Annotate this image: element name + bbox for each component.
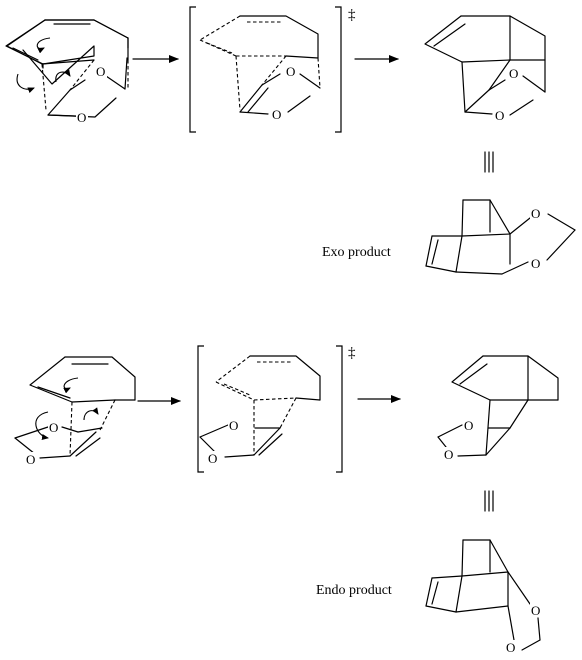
endo-ts-dagger: ‡	[348, 345, 356, 361]
exo-adduct-oxygen-2: O	[495, 108, 504, 123]
exo-product-structure: O O Exo product	[322, 199, 576, 275]
exo-adduct: O O	[424, 15, 546, 123]
exo-ts-dagger: ‡	[348, 7, 356, 23]
endo-reactants: O O	[14, 356, 136, 467]
exo-reactants: O O	[5, 19, 129, 125]
exo-reactant-oxygen-1: O	[96, 64, 105, 79]
endo-reactant-oxygen-2: O	[26, 452, 35, 467]
exo-pathway: O O ‡ O	[5, 6, 576, 275]
endo-product-label: Endo product	[316, 583, 392, 598]
endo-transition-state: ‡ O O	[197, 345, 356, 473]
exo-reactant-oxygen-2: O	[77, 110, 86, 125]
exo-ts-oxygen-1: O	[286, 64, 295, 79]
endo-product-structure: O O Endo product	[316, 539, 543, 655]
endo-adduct: O O	[437, 355, 559, 462]
endo-adduct-oxygen-1: O	[464, 418, 473, 433]
endo-product-oxygen-2: O	[506, 640, 515, 655]
exo-ts-oxygen-2: O	[272, 107, 281, 122]
exo-product-label: Exo product	[322, 245, 391, 260]
endo-product-oxygen-1: O	[531, 603, 540, 618]
endo-ts-oxygen-1: O	[229, 418, 238, 433]
exo-adduct-oxygen-1: O	[509, 66, 518, 81]
exo-product-oxygen-1: O	[531, 206, 540, 221]
exo-product-oxygen-2: O	[531, 256, 540, 271]
exo-equivalence-sign	[484, 151, 494, 173]
endo-ts-oxygen-2: O	[208, 451, 217, 466]
endo-adduct-oxygen-2: O	[444, 447, 453, 462]
exo-transition-state: ‡ O O	[189, 6, 356, 133]
endo-pathway: O O ‡ O O	[14, 345, 559, 655]
endo-equivalence-sign	[484, 490, 494, 512]
endo-reactant-oxygen-1: O	[49, 420, 58, 435]
